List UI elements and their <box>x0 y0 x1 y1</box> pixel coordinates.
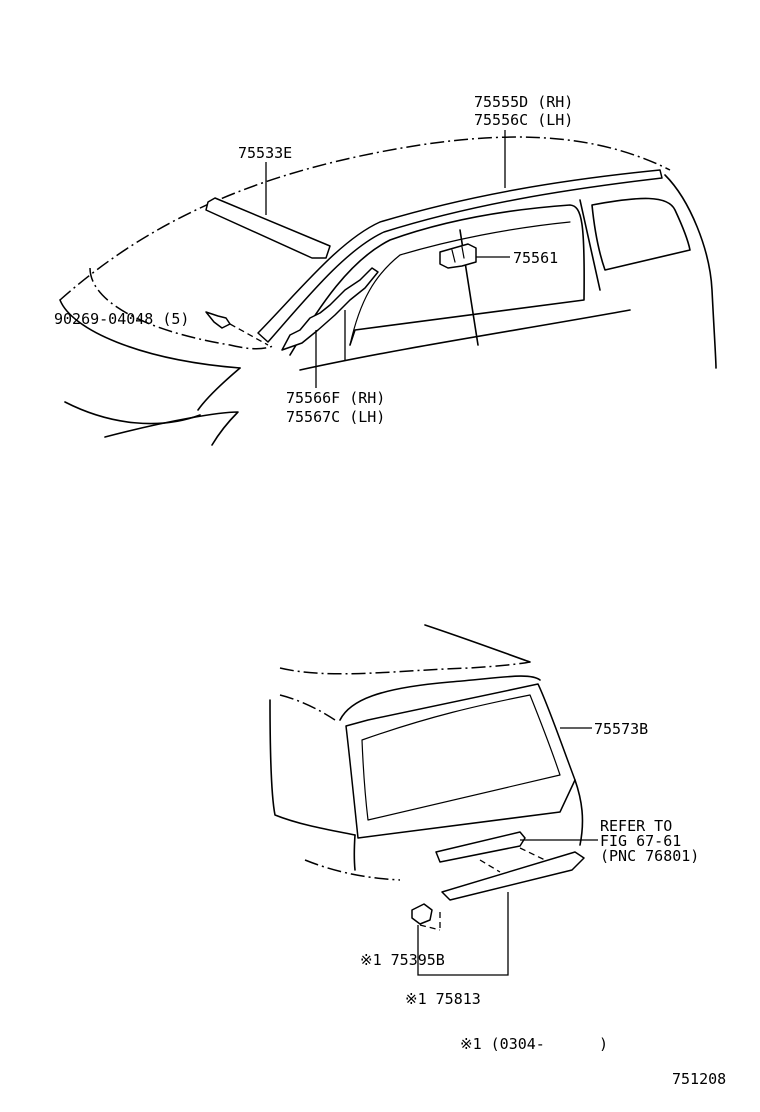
label-90269: 90269-04048 (5) <box>54 310 189 328</box>
spoiler <box>339 675 541 721</box>
roof-side-view <box>59 136 717 446</box>
label-75573b: 75573B <box>594 720 648 738</box>
leaders-top <box>265 130 510 388</box>
leaders-bottom <box>417 727 598 976</box>
hood-outline <box>89 267 276 350</box>
bumper-outline <box>304 859 401 881</box>
label-75567c: 75567C (LH) <box>286 408 385 426</box>
bracket-75561-detail <box>451 246 465 263</box>
garnish <box>435 831 526 863</box>
moulding-guide <box>419 847 546 931</box>
rear-quarter-window <box>591 197 691 271</box>
label-refer-1: REFER TO <box>600 817 672 835</box>
leader-75813 <box>417 892 509 976</box>
leader-75566f <box>315 310 346 388</box>
label-75566f: 75566F (RH) <box>286 389 385 407</box>
back-glass-outer <box>345 683 576 839</box>
bracket-75561 <box>439 243 477 269</box>
label-75395b: ※1 75395B <box>360 951 445 969</box>
label-75561: 75561 <box>513 249 558 267</box>
rear-body <box>664 174 717 369</box>
clip-75395b <box>411 903 433 925</box>
body-side-line <box>299 309 631 371</box>
label-note: ※1 (0304- ) <box>460 1035 608 1053</box>
label-refer-2: FIG 67-61 <box>600 832 681 850</box>
roof-outline <box>59 136 671 301</box>
wheel-arc <box>104 411 239 446</box>
label-75556c: 75556C (LH) <box>474 111 573 129</box>
label-75555d: 75555D (RH) <box>474 93 573 111</box>
figure-number: 751208 <box>672 1070 726 1088</box>
front-door-window <box>289 204 585 356</box>
clip-90269 <box>205 311 231 329</box>
roof-drip-molding <box>257 169 663 343</box>
label-refer-3: (PNC 76801) <box>600 847 699 865</box>
side-window-outline <box>279 694 336 721</box>
door-window-inner <box>349 221 571 346</box>
label-75533e: 75533E <box>238 144 292 162</box>
moulding-75813 <box>441 851 585 901</box>
rear-back-view <box>269 624 585 931</box>
hood-front <box>59 299 241 369</box>
back-door-lower <box>353 779 584 871</box>
pillar-c <box>579 199 601 291</box>
back-glass-inner <box>361 694 561 821</box>
label-75813: ※1 75813 <box>405 990 481 1008</box>
fender-line <box>197 367 241 411</box>
body-side-rear <box>269 699 356 836</box>
roof-rear-edge <box>424 624 531 663</box>
windshield-molding <box>205 197 331 259</box>
clip-90269-guide <box>229 323 269 346</box>
pillar-clips <box>281 267 379 351</box>
roof-rear-outline <box>279 661 531 675</box>
